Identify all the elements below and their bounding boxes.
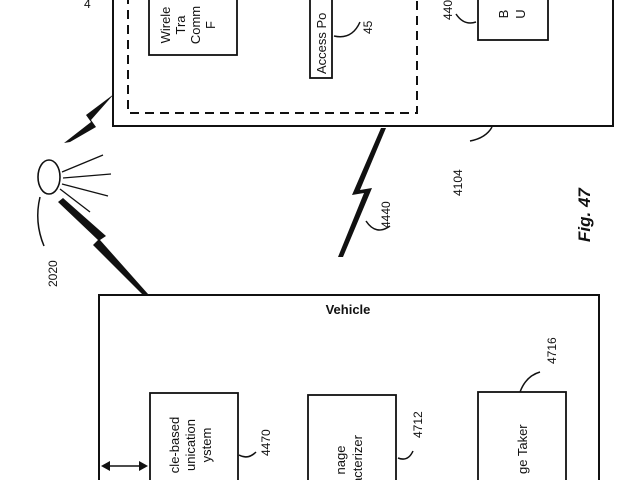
right-box-line-2: U	[513, 9, 528, 18]
bus-arrow-right-head	[139, 461, 148, 471]
image-taker-label: ge Taker	[515, 424, 530, 474]
access-point-box	[309, 0, 333, 79]
image-taker-box	[477, 391, 567, 480]
ray-2	[62, 173, 112, 179]
image-characterizer-ref: 4712	[411, 411, 425, 438]
image-characterizer-leader	[397, 450, 414, 460]
right-box-line-1: B	[496, 10, 511, 19]
wireless-box	[148, 0, 238, 56]
access-point-leader	[333, 21, 361, 38]
ray-1	[61, 154, 104, 173]
image-line-1: nage	[333, 446, 348, 475]
vehicle-comm-line-3: ystem	[199, 428, 214, 463]
lightning-bolt-upper	[64, 94, 114, 143]
vehicle-comm-leader	[238, 451, 257, 458]
link-ref: 4440	[379, 201, 393, 228]
image-characterizer-text: nage acterizer	[333, 434, 365, 480]
bus-arrow-left-head	[101, 461, 110, 471]
right-box-leader	[455, 13, 477, 24]
top-unit-dashed-box	[127, 0, 418, 114]
lightning-bolt-lower	[58, 198, 148, 294]
access-point-ref: 45	[361, 20, 375, 34]
image-line-2: acterizer	[350, 434, 365, 480]
wireless-line-3: Comm	[188, 6, 203, 44]
source-leader	[37, 196, 45, 247]
lightning-bolt-link	[338, 128, 386, 257]
right-inner-box	[477, 0, 549, 41]
source-ref: 2020	[46, 260, 60, 287]
top-unit-ref: 4104	[451, 169, 465, 196]
vehicle-comm-box	[149, 392, 239, 480]
link-leader	[365, 220, 391, 231]
image-taker-ref: 4716	[545, 337, 559, 364]
wireless-box-text: Wirele Tra Comm F	[158, 6, 218, 44]
right-box-ref: 440	[441, 0, 455, 20]
vehicle-comm-ref: 4470	[259, 429, 273, 456]
ray-3	[61, 183, 109, 197]
vehicle-comm-line-2: unication	[183, 419, 198, 471]
image-taker-leader	[519, 371, 541, 393]
figure-label: Fig. 47	[575, 187, 594, 242]
top-unit-box	[112, 0, 614, 127]
light-source	[37, 159, 61, 195]
wireless-line-4: F	[203, 21, 218, 29]
wireless-line-2: Tra	[173, 15, 188, 35]
access-point-label: Access Po	[314, 13, 329, 74]
ray-4	[59, 188, 91, 213]
vehicle-title: Vehicle	[326, 302, 371, 317]
vehicle-comm-text: cle-based unication ystem	[167, 417, 214, 473]
right-box-text: B U	[496, 9, 528, 18]
top-unit-partial-ref: 4	[84, 0, 91, 11]
vehicle-comm-line-1: cle-based	[167, 417, 182, 473]
top-unit-leader	[469, 126, 493, 142]
image-characterizer-box	[307, 394, 397, 480]
vehicle-box	[98, 294, 600, 480]
wireless-line-1: Wirele	[158, 7, 173, 44]
